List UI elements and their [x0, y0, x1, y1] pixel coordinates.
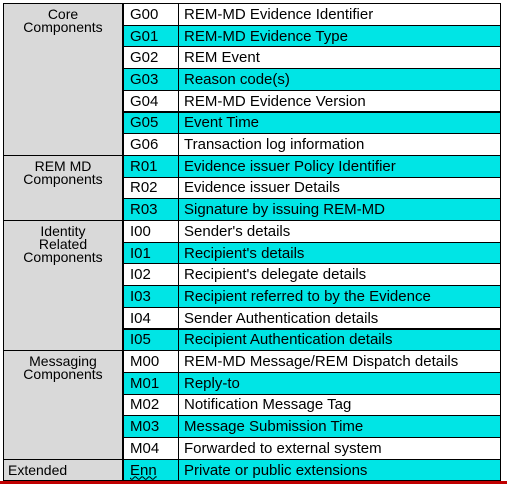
- component-code: R01: [124, 155, 179, 177]
- component-code: G02: [124, 47, 179, 69]
- component-description: Sender's details: [184, 222, 291, 240]
- component-description: Recipient's delegate details: [184, 266, 367, 284]
- component-description: Signature by issuing REM-MD: [184, 201, 385, 219]
- component-code: G03: [124, 69, 179, 90]
- component-code: I05: [124, 329, 179, 351]
- component-code: I01: [124, 242, 179, 264]
- component-code: Enn: [124, 459, 179, 481]
- component-description: Message Submission Time: [184, 418, 364, 436]
- component-code: I04: [124, 307, 179, 329]
- component-description: Reason code(s): [184, 70, 290, 88]
- component-code: G04: [124, 90, 179, 112]
- component-description: Recipient Authentication details: [184, 331, 393, 349]
- category-cell: REM MD Components: [3, 154, 123, 221]
- component-description: REM-MD Evidence Type: [184, 27, 348, 45]
- component-description: Reply-to: [184, 374, 240, 392]
- bottom-border-line: [0, 481, 507, 484]
- component-description: REM Event: [184, 49, 260, 67]
- table-row: Enn Private or public extensions: [123, 458, 501, 482]
- table-row: G01 REM-MD Evidence Type: [123, 24, 501, 48]
- category-cell: Messaging Components: [3, 350, 123, 460]
- table-row: I04 Sender Authentication details: [123, 306, 501, 330]
- category-cell: Identity Related Components: [3, 220, 123, 352]
- component-description: REM-MD Evidence Version: [184, 92, 366, 110]
- category-cell: Extended: [3, 458, 123, 482]
- table-row: R02 Evidence issuer Details: [123, 176, 501, 200]
- component-code: G00: [124, 4, 179, 25]
- table-row: R03 Signature by issuing REM-MD: [123, 198, 501, 221]
- table-row: I03 Recipient referred to by the Evidence: [123, 285, 501, 308]
- component-code: G01: [124, 25, 179, 47]
- component-description: Private or public extensions: [184, 461, 368, 479]
- component-description: Transaction log information: [184, 136, 365, 154]
- component-description: Evidence issuer Policy Identifier: [184, 157, 396, 175]
- table-row: G06 Transaction log information: [123, 133, 501, 156]
- component-code: R02: [124, 177, 179, 199]
- component-description: Forwarded to external system: [184, 439, 382, 457]
- component-code: I02: [124, 264, 179, 286]
- component-code: I03: [124, 286, 179, 307]
- component-description: Sender Authentication details: [184, 309, 379, 327]
- component-code: M03: [124, 416, 179, 437]
- component-code: G06: [124, 134, 179, 155]
- component-code: I00: [124, 221, 179, 242]
- component-description: REM-MD Message/REM Dispatch details: [184, 353, 459, 371]
- table-row: I05 Recipient Authentication details: [123, 328, 501, 352]
- table-row: I00 Sender's details: [123, 220, 501, 243]
- component-code: M04: [124, 438, 179, 459]
- table-row: G03 Reason code(s): [123, 68, 501, 91]
- component-description: Recipient referred to by the Evidence: [184, 287, 431, 305]
- table-row: G02 REM Event: [123, 46, 501, 70]
- table-row: R01 Evidence issuer Policy Identifier: [123, 154, 501, 178]
- component-code: R03: [124, 199, 179, 220]
- category-cell: Core Components: [3, 3, 123, 156]
- table-row: M01 Reply-to: [123, 371, 501, 395]
- table-row: G04 REM-MD Evidence Version: [123, 89, 501, 113]
- table-row: M03 Message Submission Time: [123, 415, 501, 438]
- component-description: Notification Message Tag: [184, 396, 352, 414]
- component-description: REM-MD Evidence Identifier: [184, 5, 374, 23]
- component-description: Evidence issuer Details: [184, 179, 340, 197]
- table-row: I01 Recipient's details: [123, 241, 501, 265]
- component-code: M01: [124, 372, 179, 394]
- table-row: M02 Notification Message Tag: [123, 393, 501, 417]
- table-row: M00 REM-MD Message/REM Dispatch details: [123, 350, 501, 373]
- component-description: Event Time: [184, 114, 260, 132]
- table-row: G05 Event Time: [123, 111, 501, 135]
- component-description: Recipient's details: [184, 244, 305, 262]
- table-row: G00 REM-MD Evidence Identifier: [123, 3, 501, 26]
- table-row: I02 Recipient's delegate details: [123, 263, 501, 287]
- component-code: M02: [124, 394, 179, 416]
- table-row: M04 Forwarded to external system: [123, 437, 501, 460]
- component-code: G05: [124, 112, 179, 134]
- component-code: M00: [124, 351, 179, 372]
